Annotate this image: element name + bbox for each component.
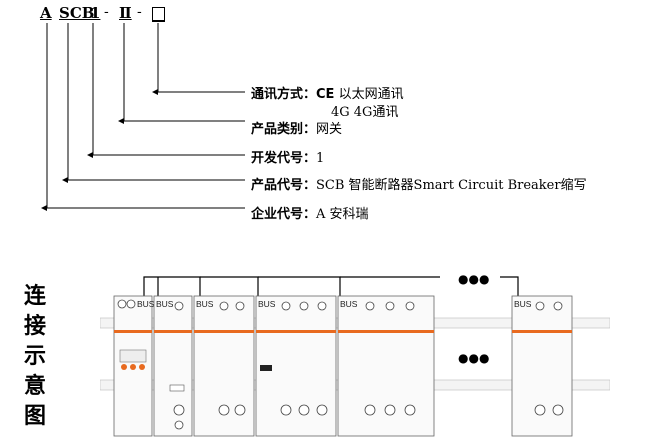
- field-product-value: SCB 智能断路器Smart Circuit Breaker缩写: [316, 178, 587, 193]
- title-char-4: 意: [23, 374, 46, 399]
- field-dev: 开发代号：1: [251, 147, 324, 166]
- field-company-label: 企业代号：: [251, 207, 317, 222]
- leader-dev: [92, 23, 245, 156]
- arrow-dev: [87, 152, 93, 158]
- arrow-comm: [152, 89, 158, 95]
- gateway-module: [113, 295, 153, 437]
- arrow-company: [41, 205, 47, 211]
- bus-label-1: BUS: [156, 299, 174, 309]
- breaker-group-4: [337, 295, 435, 437]
- field-category: 产品类别：网关: [251, 118, 342, 137]
- breaker-group-1: [153, 295, 193, 437]
- leader-category: [123, 23, 245, 122]
- code-dash-2: -: [137, 4, 142, 20]
- code-comm-box: [152, 7, 165, 22]
- field-comm-code: CE: [316, 87, 335, 102]
- arrow-product: [62, 177, 68, 183]
- code-company: A: [40, 4, 52, 22]
- field-comm-line2: 4G 4G通讯: [331, 105, 399, 120]
- field-comm-value: 以太网通讯: [338, 87, 404, 102]
- bus-label-gateway: BUS: [137, 299, 155, 309]
- field-company: 企业代号：A 安科瑞: [251, 203, 369, 222]
- bus-label-3: BUS: [258, 299, 276, 309]
- code-product: SCB: [59, 4, 95, 22]
- field-product-label: 产品代号：: [251, 178, 317, 193]
- breaker-group-5: [511, 295, 573, 437]
- title-char-3: 示: [23, 344, 46, 369]
- bus-label-4: BUS: [340, 299, 358, 309]
- leader-lines: [41, 23, 245, 211]
- code-dev: 1: [90, 4, 101, 22]
- field-comm: 通讯方式：CE 以太网通讯: [251, 83, 404, 102]
- field-category-label: 产品类别：: [251, 122, 317, 137]
- arrow-category: [118, 118, 124, 124]
- bus-wiring: [143, 276, 519, 296]
- breaker-group-3: [255, 295, 337, 437]
- field-dev-value: 1: [316, 151, 325, 166]
- bus-label-5: BUS: [514, 299, 532, 309]
- field-dev-label: 开发代号：: [251, 151, 317, 166]
- ellipsis-middle: ●●●: [458, 351, 489, 365]
- leader-comm: [157, 23, 245, 93]
- title-char-2: 接: [23, 314, 46, 339]
- field-company-value: A 安科瑞: [316, 207, 369, 222]
- field-category-value: 网关: [316, 122, 343, 137]
- breaker-group-2: [193, 295, 255, 437]
- title-char-5: 图: [23, 404, 46, 429]
- ellipsis-top: ●●●: [458, 272, 489, 286]
- field-product: 产品代号：SCB 智能断路器Smart Circuit Breaker缩写: [251, 174, 587, 193]
- bus-label-2: BUS: [196, 299, 214, 309]
- connection-title: 连 接 示 意 图: [20, 282, 50, 432]
- connection-diagram: ●●● BUS BUS BUS: [100, 272, 610, 437]
- code-category: Ⅱ: [119, 4, 132, 22]
- leader-product: [67, 23, 245, 181]
- field-comm-label: 通讯方式：: [251, 87, 317, 102]
- code-dash-1: -: [104, 4, 109, 20]
- title-char-1: 连: [23, 284, 46, 309]
